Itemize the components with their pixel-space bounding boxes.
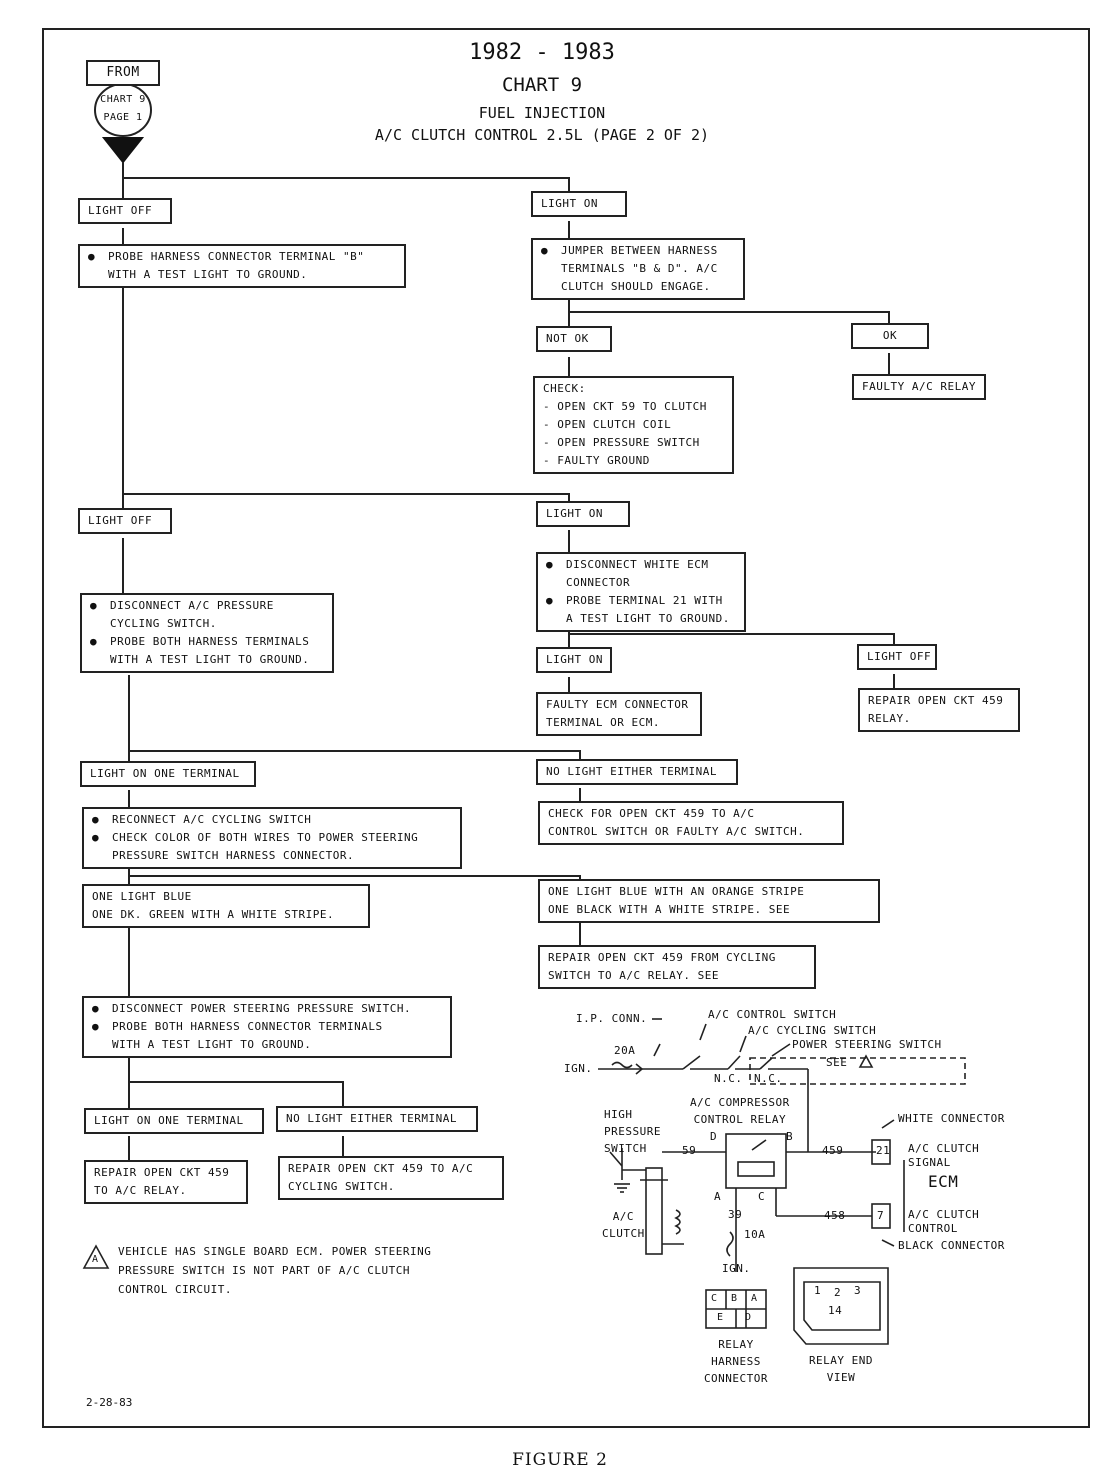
label-term-a: A	[714, 1190, 722, 1203]
label-ecm: ECM	[928, 1172, 959, 1191]
label-ip-conn: I.P. CONN.	[576, 1012, 648, 1025]
header-system: FUEL INJECTION	[478, 104, 606, 122]
harness-cell-e: E	[717, 1312, 724, 1323]
box-faulty-relay: FAULTY A/C RELAY	[852, 374, 986, 400]
box-light-off-2: LIGHT OFF	[78, 508, 172, 534]
schematic-wiring	[82, 898, 966, 1345]
label-term-d: D	[710, 1130, 718, 1143]
label-term-b: B	[786, 1130, 794, 1143]
header-chart: CHART 9	[501, 74, 583, 96]
label-wire-459: 459	[822, 1144, 844, 1157]
from-page: PAGE 1	[103, 112, 143, 123]
label-see: SEE	[826, 1056, 848, 1069]
figure-label: FIGURE 2	[512, 1450, 608, 1470]
from-circle	[94, 83, 152, 137]
box-ok: OK	[851, 323, 929, 349]
box-no-light-either-2: NO LIGHT EITHER TERMINAL	[276, 1106, 478, 1132]
box-no-light-either-1: NO LIGHT EITHER TERMINAL	[536, 759, 738, 785]
label-white-connector: WHITE CONNECTOR	[898, 1112, 1005, 1125]
label-term-c: C	[758, 1190, 766, 1203]
label-nc2: N.C.	[754, 1072, 783, 1085]
label-power-steering-switch: POWER STEERING SWITCH	[792, 1038, 942, 1051]
from-chart: CHART 9	[100, 94, 146, 105]
footnote-marker: A	[92, 1254, 99, 1265]
box-check: CHECK:- OPEN CKT 59 TO CLUTCH- OPEN CLUT…	[533, 376, 734, 474]
harness-cell-a: A	[751, 1293, 758, 1304]
page-frame	[42, 28, 1090, 1428]
box-not-ok: NOT OK	[536, 326, 612, 352]
label-fuse-10a: 10A	[744, 1228, 766, 1241]
box-light-off-3: LIGHT OFF	[857, 644, 937, 670]
label-ign: IGN.	[564, 1062, 593, 1075]
box-light-on-1: LIGHT ON	[531, 191, 627, 217]
relay-end-pin-1: 1	[814, 1284, 822, 1297]
relay-end-pin-2: 2	[834, 1286, 842, 1299]
harness-cell-c: C	[711, 1293, 718, 1304]
label-ac-control-switch: A/C CONTROL SWITCH	[708, 1008, 837, 1021]
label-fuse-20a: 20A	[614, 1044, 636, 1057]
label-wire-59: 59	[682, 1144, 697, 1157]
from-box: FROM	[86, 60, 160, 86]
header-subtitle: A/C CLUTCH CONTROL 2.5L (PAGE 2 OF 2)	[374, 126, 710, 144]
label-ac-cycling-switch: A/C CYCLING SWITCH	[748, 1024, 877, 1037]
box-probe-b: PROBE HARNESS CONNECTOR TERMINAL "B"WITH…	[78, 244, 406, 288]
relay-end-pin-3: 3	[854, 1284, 862, 1297]
label-ign-2: IGN.	[722, 1262, 751, 1275]
box-disconnect-ps: DISCONNECT POWER STEERING PRESSURE SWITC…	[82, 996, 452, 1058]
label-nc1: N.C.	[714, 1072, 743, 1085]
from-arrow-triangle	[101, 137, 145, 164]
label-black-connector: BLACK CONNECTOR	[898, 1239, 1005, 1252]
box-light-on-one-terminal-1: LIGHT ON ONE TERMINAL	[80, 761, 256, 787]
box-light-on-one-terminal-2: LIGHT ON ONE TERMINAL	[84, 1108, 264, 1134]
box-reconnect: RECONNECT A/C CYCLING SWITCHCHECK COLOR …	[82, 807, 462, 869]
header-years: 1982 - 1983	[469, 40, 615, 65]
label-wire-39: 39	[728, 1208, 743, 1221]
footnote: VEHICLE HAS SINGLE BOARD ECM. POWER STEE…	[118, 1245, 432, 1296]
date-stamp: 2-28-83	[86, 1396, 133, 1409]
box-disconnect-ecm: DISCONNECT WHITE ECMCONNECTORPROBE TERMI…	[536, 552, 746, 632]
label-pin-7: 7	[877, 1209, 885, 1222]
harness-cell-d: D	[745, 1312, 752, 1323]
label-wire-458: 458	[824, 1209, 846, 1222]
box-light-on-3: LIGHT ON	[536, 647, 612, 673]
label-pin-21: 21	[876, 1144, 891, 1157]
relay-end-pin-14: 14	[828, 1304, 843, 1317]
box-light-on-2: LIGHT ON	[536, 501, 630, 527]
harness-cell-b: B	[731, 1293, 738, 1304]
footnote-triangle	[82, 1244, 110, 1269]
box-light-off-1: LIGHT OFF	[78, 198, 172, 224]
